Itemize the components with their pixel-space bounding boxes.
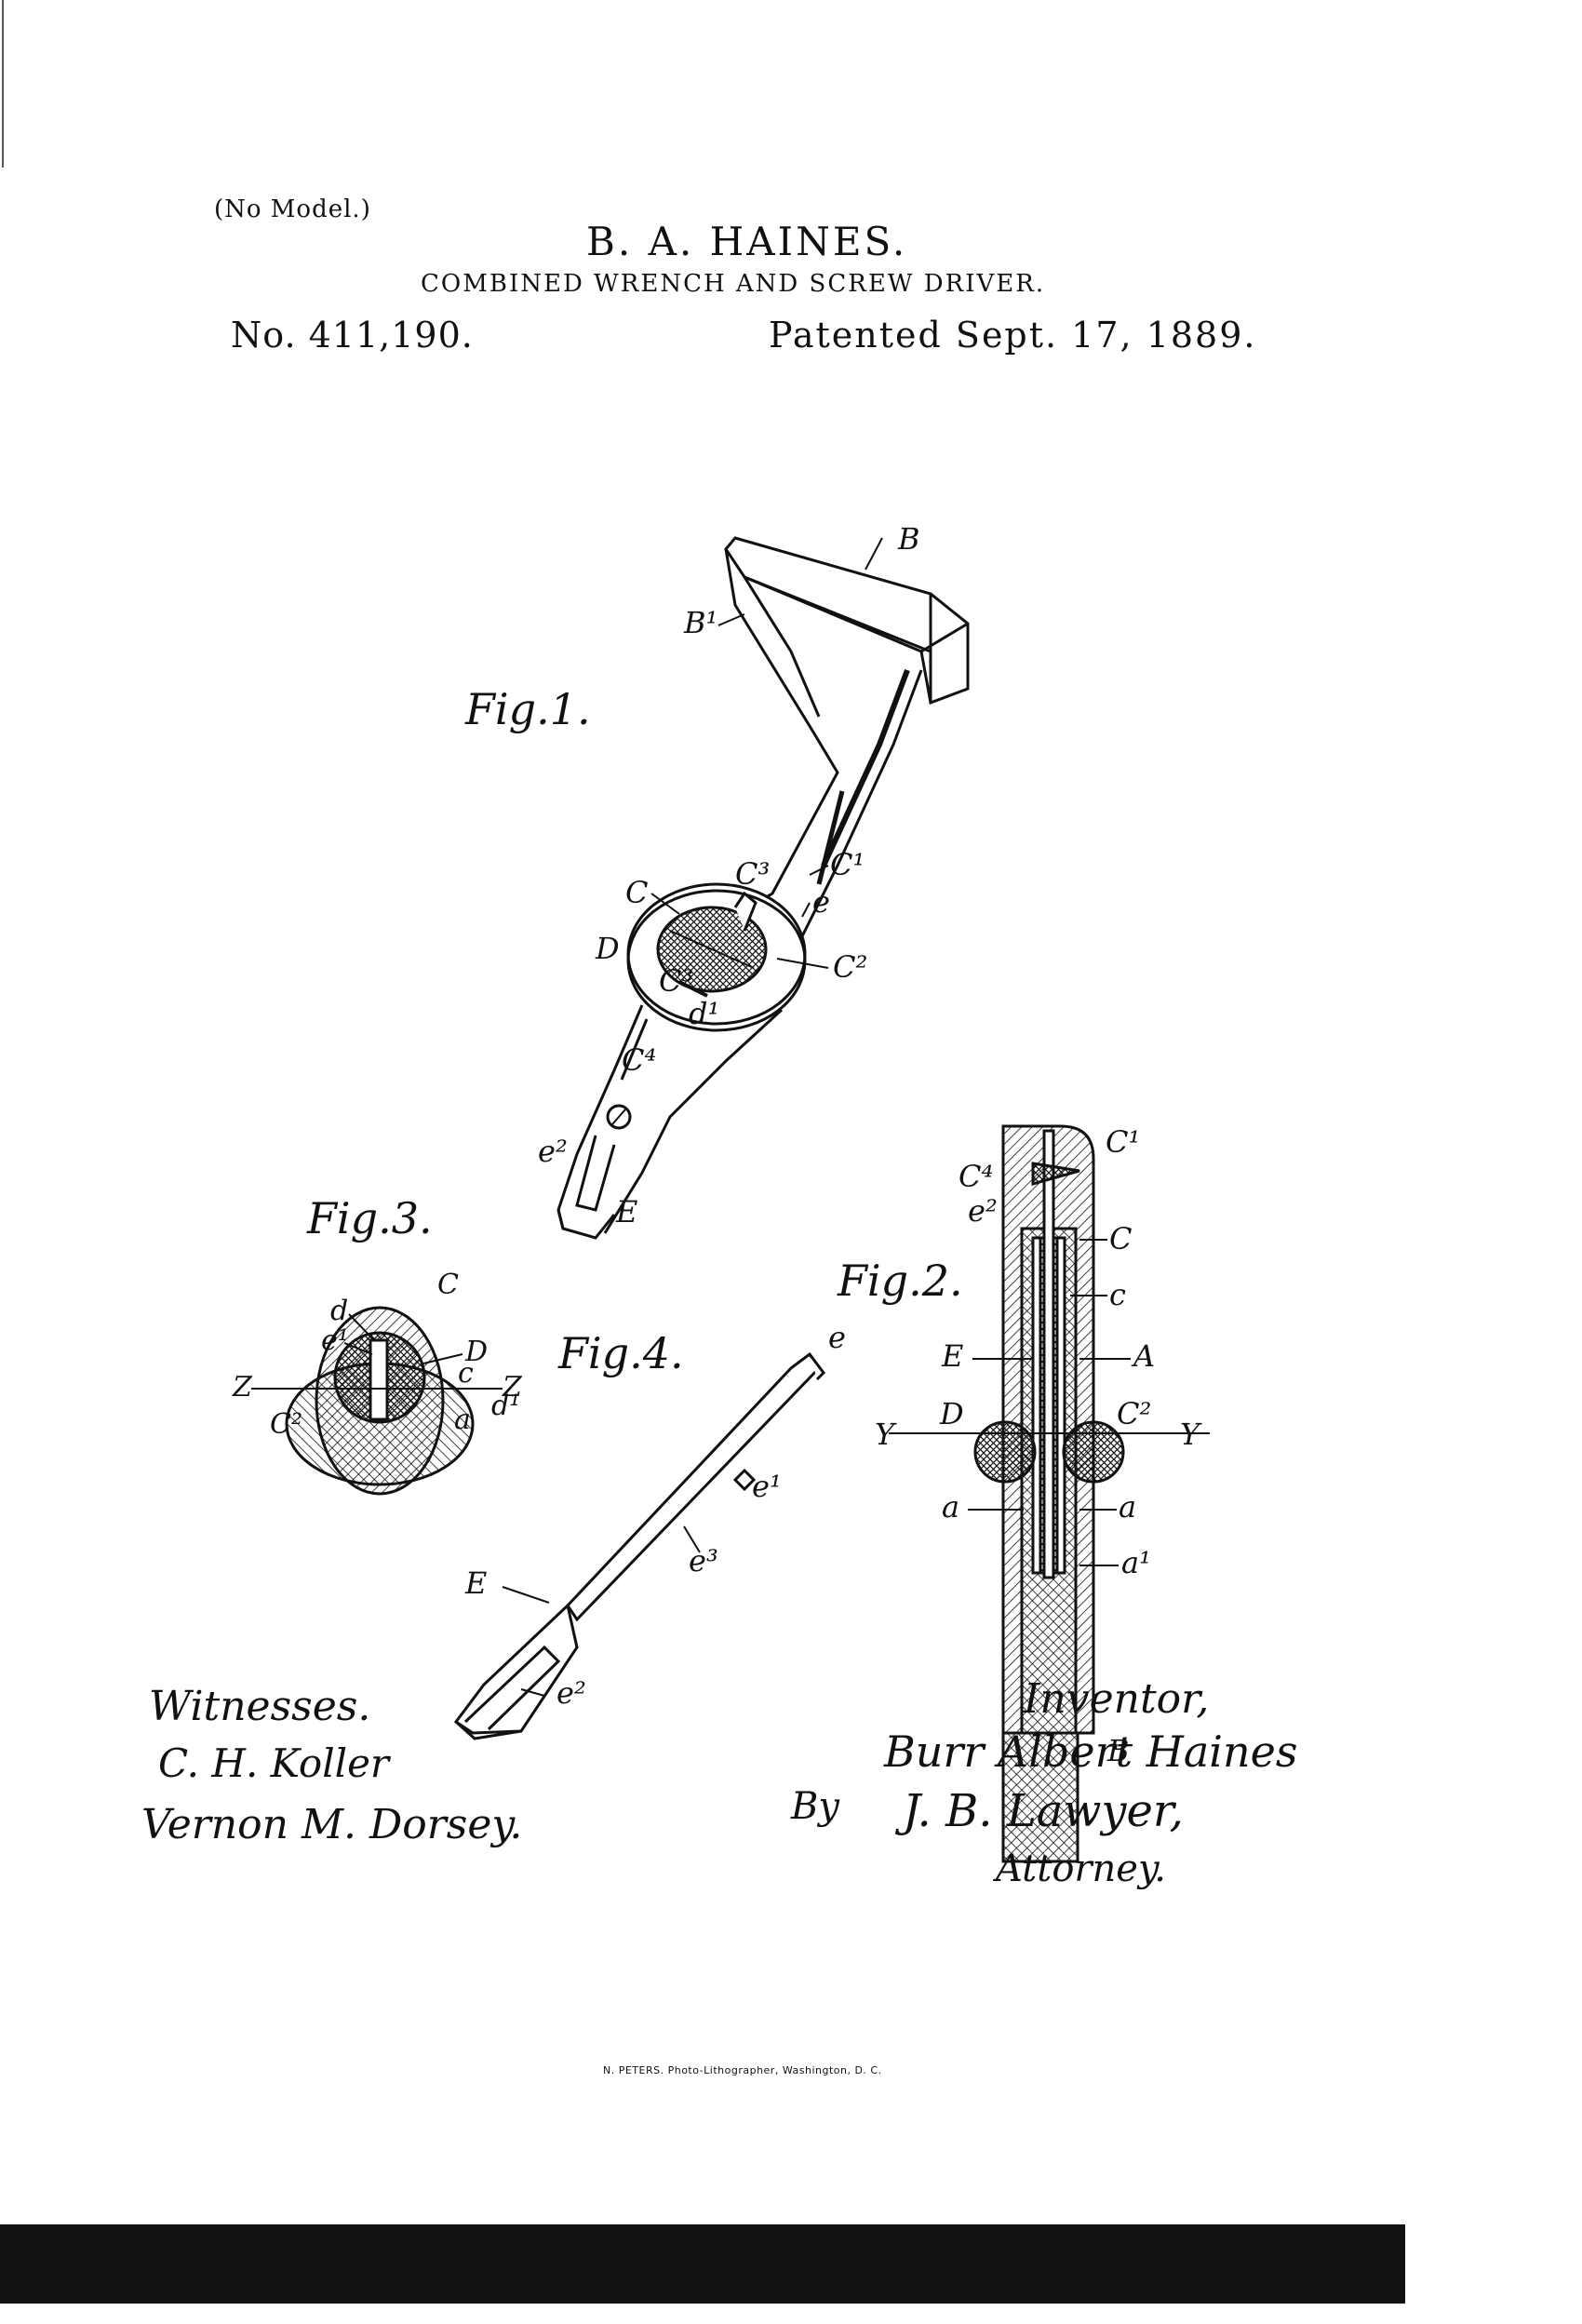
fig2-label: Fig.2.	[837, 1256, 963, 1306]
fig1-refs: B B¹ C C¹ C² C³ C³ C⁴ D d¹ e e² E	[538, 521, 920, 1229]
attorney-signature: J. B. Lawyer,	[903, 1785, 1184, 1837]
patent-number: No. 411,190.	[231, 315, 474, 356]
fig2-ref-e: E	[941, 1338, 963, 1374]
fig1-ref-d: D	[595, 931, 620, 966]
scan-edge-line	[2, 0, 4, 168]
fig1-ref-e-big: E	[615, 1194, 637, 1229]
fig3-ref-d1: d¹	[491, 1390, 520, 1422]
fig4-refs: e e¹ e³ E e²	[464, 1320, 846, 1711]
fig2-ref-a-right: a	[1119, 1489, 1136, 1525]
fig1-ref-c2: C²	[833, 949, 867, 985]
fig3-ref-a: a	[454, 1404, 471, 1436]
fig2-ref-b: B	[1106, 1733, 1130, 1768]
fig3-ref-c-small: c	[458, 1357, 474, 1390]
by-label: By	[791, 1785, 839, 1828]
fig3-ref-z-left: Z	[232, 1371, 253, 1404]
fig4-label: Fig.4.	[557, 1328, 684, 1378]
fig1-ref-c4: C⁴	[622, 1042, 656, 1078]
printer-credit: N. PETERS. Photo-Lithographer, Washingto…	[603, 2064, 882, 2076]
no-model-note: (No Model.)	[214, 195, 371, 223]
fig3-ref-e1: e¹	[321, 1324, 349, 1357]
fig2-ref-a1: a¹	[1121, 1545, 1151, 1580]
fig3-ref-z-right: Z	[502, 1371, 523, 1404]
fig4-ref-e-big: E	[464, 1565, 487, 1601]
fig1-leaders	[650, 537, 883, 969]
fig2-refs: C¹ C⁴ e² C c E A Y D C² Y a a a¹ B	[875, 1124, 1202, 1768]
witness-signature-2: Vernon M. Dorsey.	[141, 1801, 523, 1848]
figure-2	[973, 1124, 1125, 1863]
fig1-ref-c: C	[625, 875, 648, 910]
fig4-ref-e: e	[828, 1320, 846, 1355]
fig2-ref-a-left: a	[942, 1489, 959, 1525]
fig3-ref-d-big: D	[464, 1336, 488, 1368]
fig1-ref-d1: d¹	[689, 996, 719, 1031]
fig1-ref-c3-bottom: C³	[659, 963, 693, 999]
fig4-ref-e3: e³	[689, 1543, 718, 1578]
fig3-ref-c: C	[437, 1269, 459, 1301]
inventor-signature: Burr Albert Haines	[884, 1726, 1298, 1777]
fig2-ref-e2: e²	[968, 1193, 998, 1229]
fig1-ref-c1: C¹	[830, 847, 865, 882]
witness-signature-1: C. H. Koller	[158, 1740, 390, 1786]
fig3-label: Fig.3.	[306, 1193, 433, 1243]
fig1-ref-b1: B¹	[683, 605, 717, 640]
fig2-ref-c-small: c	[1109, 1277, 1126, 1312]
fig2-ref-d: D	[939, 1396, 964, 1431]
scan-bottom-border	[0, 2224, 1405, 2304]
fig3-refs: C d e¹ D c Z Z C² a d¹	[232, 1269, 523, 1441]
fig3-ref-d: d	[330, 1295, 348, 1327]
fig3-ref-c2: C²	[270, 1408, 302, 1441]
fig4-ref-e2: e²	[556, 1675, 586, 1711]
patent-title: COMBINED WRENCH AND SCREW DRIVER.	[421, 270, 1046, 298]
figure-1	[556, 536, 970, 1240]
fig1-ref-b: B	[897, 521, 920, 557]
fig1-ref-c3-top: C³	[735, 856, 770, 892]
figure-3	[285, 1306, 475, 1496]
witnesses-label: Witnesses.	[149, 1683, 371, 1730]
fig4-ref-e1: e¹	[752, 1469, 782, 1504]
inventor-heading: B. A. HAINES.	[586, 219, 908, 264]
inventor-label: Inventor,	[1024, 1675, 1210, 1723]
fig3-leaders	[251, 1313, 503, 1390]
figure-4	[453, 1351, 825, 1740]
fig2-ref-a-big: A	[1131, 1338, 1155, 1374]
fig1-ref-e: e	[812, 884, 830, 920]
fig2-ref-c: C	[1109, 1221, 1132, 1256]
patent-date: Patented Sept. 17, 1889.	[769, 315, 1257, 356]
fig2-ref-c4: C⁴	[959, 1159, 993, 1194]
attorney-label: Attorney.	[996, 1847, 1166, 1890]
fig1-ref-e2: e²	[538, 1134, 568, 1169]
fig2-leaders	[889, 1239, 1210, 1566]
fig1-label: Fig.1.	[464, 684, 591, 734]
fig2-ref-c1: C¹	[1106, 1124, 1140, 1160]
fig2-ref-c2: C²	[1117, 1396, 1151, 1431]
fig4-leaders	[502, 1525, 701, 1697]
